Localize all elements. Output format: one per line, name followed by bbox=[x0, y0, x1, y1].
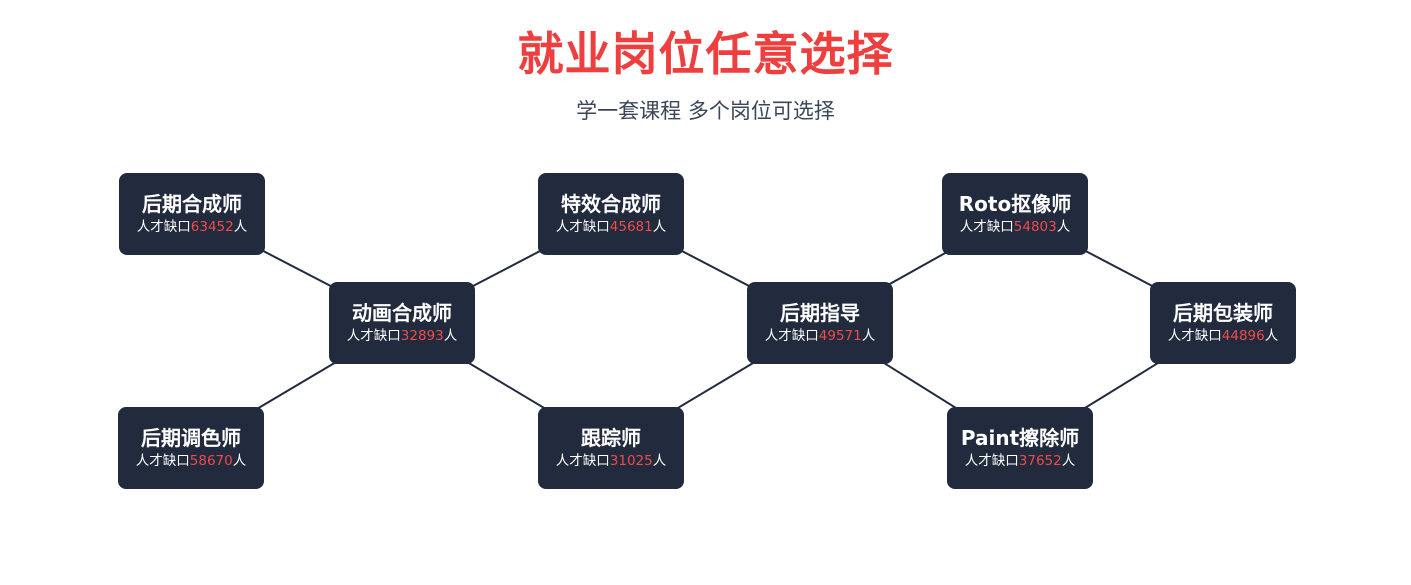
node-stat: 人才缺口32893人 bbox=[329, 327, 475, 346]
node-stat-label: 人才缺口 bbox=[1167, 328, 1222, 344]
node-stat-number: 32893 bbox=[400, 328, 444, 344]
node-packaging-designer: 后期包装师 人才缺口44896人 bbox=[1150, 282, 1296, 364]
node-stat-number: 54803 bbox=[1013, 219, 1057, 235]
node-stat: 人才缺口54803人 bbox=[942, 218, 1088, 237]
node-stat-number: 49571 bbox=[818, 328, 862, 344]
node-stat-number: 58670 bbox=[189, 453, 233, 469]
node-stat-label: 人才缺口 bbox=[555, 219, 610, 235]
node-stat: 人才缺口58670人 bbox=[118, 452, 264, 471]
page-title: 就业岗位任意选择 bbox=[517, 27, 894, 81]
node-stat: 人才缺口49571人 bbox=[747, 327, 893, 346]
node-tracker: 跟踪师 人才缺口31025人 bbox=[538, 407, 684, 489]
node-stat-unit: 人 bbox=[652, 219, 667, 235]
page-subtitle: 学一套课程 多个岗位可选择 bbox=[576, 99, 835, 123]
node-vfx-compositor: 特效合成师 人才缺口45681人 bbox=[538, 173, 684, 255]
node-stat-unit: 人 bbox=[233, 219, 248, 235]
node-stat-number: 45681 bbox=[609, 219, 653, 235]
node-post-supervisor: 后期指导 人才缺口49571人 bbox=[747, 282, 893, 364]
node-stat-unit: 人 bbox=[232, 453, 247, 469]
node-stat-unit: 人 bbox=[1264, 328, 1279, 344]
node-stat-unit: 人 bbox=[443, 328, 458, 344]
node-title: 特效合成师 bbox=[561, 192, 661, 216]
node-stat-number: 31025 bbox=[609, 453, 653, 469]
node-stat-label: 人才缺口 bbox=[959, 219, 1014, 235]
node-stat-number: 37652 bbox=[1018, 453, 1062, 469]
node-stat-unit: 人 bbox=[861, 328, 876, 344]
node-stat-label: 人才缺口 bbox=[964, 453, 1019, 469]
node-roto-artist: Roto抠像师 人才缺口54803人 bbox=[942, 173, 1088, 255]
node-stat-label: 人才缺口 bbox=[555, 453, 610, 469]
node-title: 后期指导 bbox=[780, 301, 860, 325]
node-title: 动画合成师 bbox=[352, 301, 452, 325]
node-stat-number: 44896 bbox=[1221, 328, 1265, 344]
node-title: Roto抠像师 bbox=[958, 192, 1072, 216]
node-animation-compositor: 动画合成师 人才缺口32893人 bbox=[329, 282, 475, 364]
node-stat: 人才缺口31025人 bbox=[538, 452, 684, 471]
node-title: 跟踪师 bbox=[581, 426, 641, 450]
node-paint-artist: Paint擦除师 人才缺口37652人 bbox=[947, 407, 1093, 489]
node-title: 后期调色师 bbox=[141, 426, 241, 450]
node-stat-unit: 人 bbox=[1061, 453, 1076, 469]
node-stat: 人才缺口44896人 bbox=[1150, 327, 1296, 346]
node-stat-label: 人才缺口 bbox=[136, 219, 191, 235]
node-stat: 人才缺口45681人 bbox=[538, 218, 684, 237]
node-stat-unit: 人 bbox=[652, 453, 667, 469]
node-title: Paint擦除师 bbox=[960, 426, 1080, 450]
node-post-compositor: 后期合成师 人才缺口63452人 bbox=[119, 173, 265, 255]
node-stat-number: 63452 bbox=[190, 219, 234, 235]
node-title: 后期合成师 bbox=[142, 192, 242, 216]
node-stat-label: 人才缺口 bbox=[346, 328, 401, 344]
node-stat-label: 人才缺口 bbox=[764, 328, 819, 344]
node-stat: 人才缺口63452人 bbox=[119, 218, 265, 237]
node-stat: 人才缺口37652人 bbox=[947, 452, 1093, 471]
node-stat-unit: 人 bbox=[1056, 219, 1071, 235]
node-colorist: 后期调色师 人才缺口58670人 bbox=[118, 407, 264, 489]
node-stat-label: 人才缺口 bbox=[135, 453, 190, 469]
node-title: 后期包装师 bbox=[1173, 301, 1273, 325]
